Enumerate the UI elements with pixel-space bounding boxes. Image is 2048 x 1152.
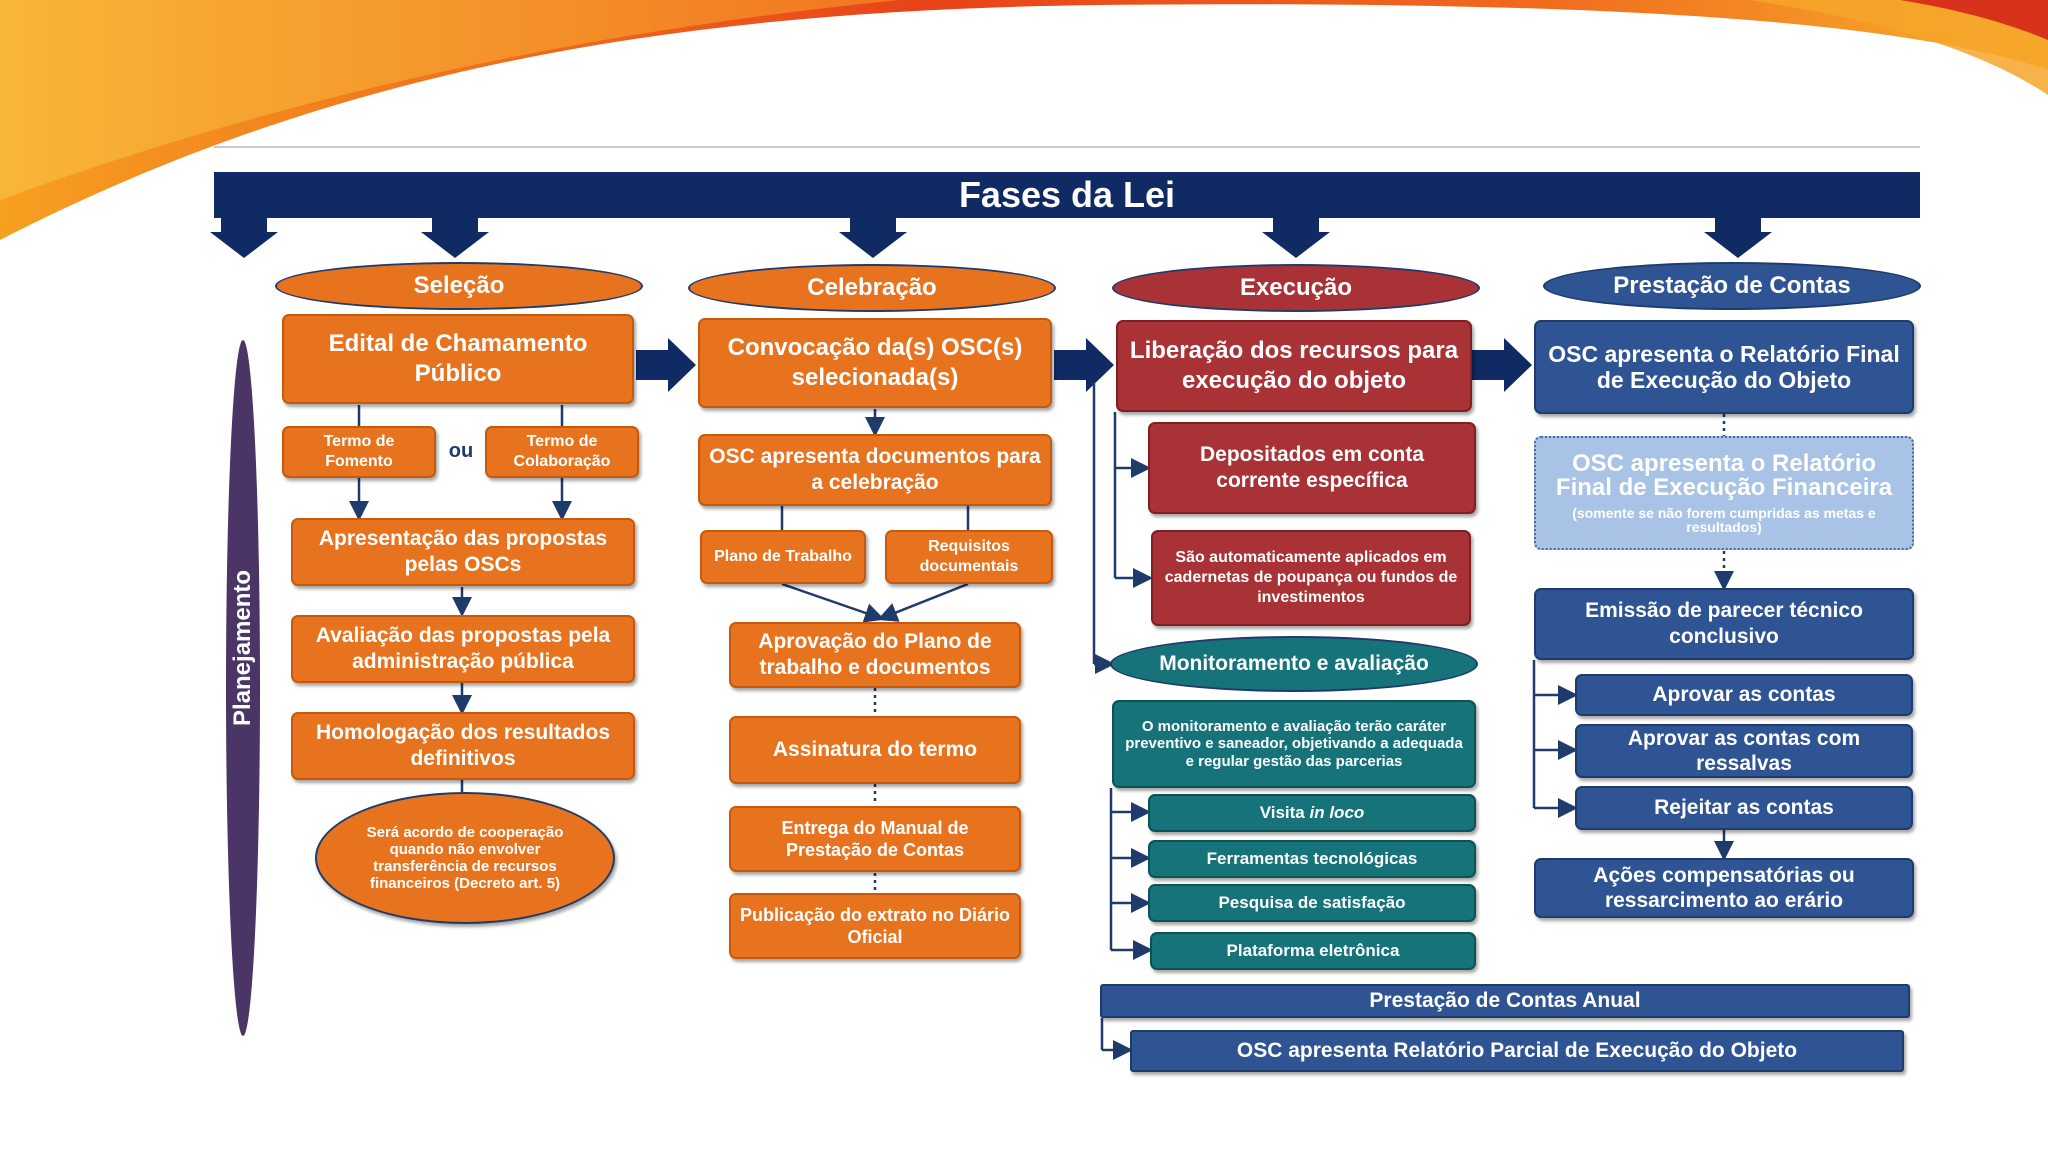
planning-label: Planejamento — [229, 569, 256, 726]
plano-de-trabalho: Plano de Trabalho — [700, 530, 866, 584]
title-top-rule — [214, 146, 1920, 148]
osc-apresenta-documentos: OSC apresenta documentos para a celebraç… — [698, 434, 1052, 506]
monitoramento-avaliacao-ellipse: Monitoramento e avaliação — [1110, 636, 1478, 692]
visita-in-loco: Visita in loco — [1148, 794, 1476, 832]
requisitos-documentais: Requisitos documentais — [885, 530, 1053, 584]
phase-prestacao-de-contas: Prestação de Contas — [1543, 262, 1921, 310]
header-swoosh-decoration — [0, 0, 2048, 240]
aprovar-contas: Aprovar as contas — [1575, 674, 1913, 716]
aprovacao-plano-trabalho: Aprovação do Plano de trabalho e documen… — [729, 622, 1021, 688]
homologacao-resultados: Homologação dos resultados definitivos — [291, 712, 635, 780]
relatorio-financeiro-note: (somente se não forem cumpridas as metas… — [1572, 505, 1876, 535]
ferramentas-tecnologicas: Ferramentas tecnológicas — [1148, 840, 1476, 878]
termo-de-colaboracao: Termo de Colaboração — [485, 426, 639, 478]
phase-selecao: Seleção — [275, 262, 643, 310]
monitoramento-descricao: O monitoramento e avaliação terão caráte… — [1112, 700, 1476, 788]
or-label: ou — [448, 440, 474, 462]
publicacao-extrato: Publicação do extrato no Diário Oficial — [729, 893, 1021, 959]
visita-label: Visita — [1259, 803, 1305, 823]
pesquisa-de-satisfacao: Pesquisa de satisfação — [1148, 884, 1476, 922]
depositados-conta-corrente: Depositados em conta corrente específica — [1148, 422, 1476, 514]
emissao-parecer-tecnico: Emissão de parecer técnico conclusivo — [1534, 588, 1914, 660]
phase-execucao: Execução — [1112, 264, 1480, 312]
assinatura-do-termo: Assinatura do termo — [729, 716, 1021, 784]
relatorio-financeiro-title: OSC apresenta o Relatório Final de Execu… — [1555, 450, 1893, 501]
prestacao-contas-anual: Prestação de Contas Anual — [1100, 984, 1910, 1018]
liberacao-dos-recursos: Liberação dos recursos para execução do … — [1116, 320, 1472, 412]
apresentacao-propostas: Apresentação das propostas pelas OSCs — [291, 518, 635, 586]
phase-celebracao: Celebração — [688, 264, 1056, 312]
rejeitar-contas: Rejeitar as contas — [1575, 786, 1913, 830]
relatorio-final-execucao-objeto: OSC apresenta o Relatório Final de Execu… — [1534, 320, 1914, 414]
edital-chamamento-publico: Edital de Chamamento Público — [282, 314, 634, 404]
entrega-manual-prestacao: Entrega do Manual de Prestação de Contas — [729, 806, 1021, 872]
aplicados-poupanca: São automaticamente aplicados em caderne… — [1151, 530, 1471, 626]
plataforma-eletronica: Plataforma eletrônica — [1150, 932, 1476, 970]
acoes-compensatorias: Ações compensatórias ou ressarcimento ao… — [1534, 858, 1914, 918]
relatorio-final-execucao-financeira: OSC apresenta o Relatório Final de Execu… — [1534, 436, 1914, 550]
in-loco-italic: in loco — [1309, 803, 1365, 823]
avaliacao-propostas: Avaliação das propostas pela administraç… — [291, 615, 635, 683]
page-title: Fases da Lei — [214, 172, 1920, 218]
convocacao-osc: Convocação da(s) OSC(s) selecionada(s) — [698, 318, 1052, 408]
termo-de-fomento: Termo de Fomento — [282, 426, 436, 478]
relatorio-parcial-execucao-objeto: OSC apresenta Relatório Parcial de Execu… — [1130, 1030, 1904, 1072]
aprovar-contas-com-ressalvas: Aprovar as contas com ressalvas — [1575, 724, 1913, 778]
acordo-de-cooperacao-note: Será acordo de cooperação quando não env… — [315, 792, 615, 924]
